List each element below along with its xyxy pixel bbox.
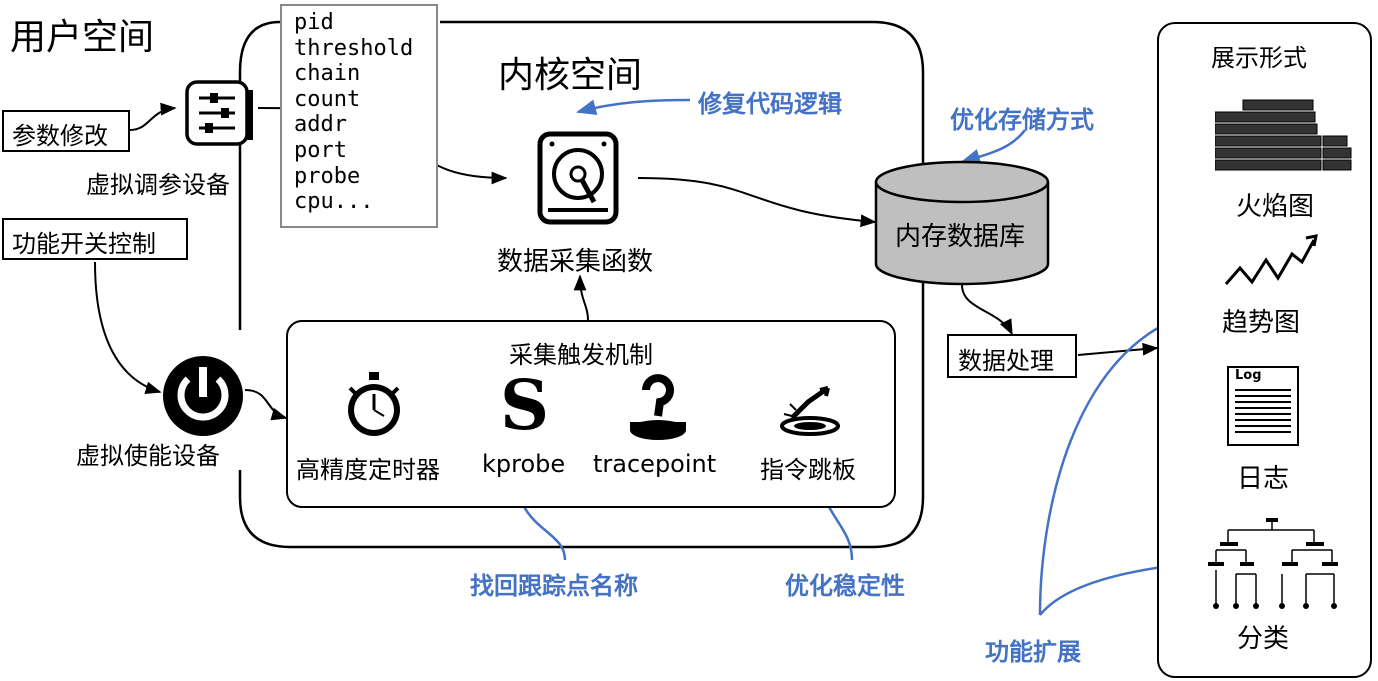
- database-icon[interactable]: [874, 160, 1050, 288]
- log-label: 日志: [1237, 464, 1290, 494]
- param-item: cpu...: [294, 189, 374, 215]
- flame-graph-label: 火焰图: [1236, 192, 1315, 222]
- trigger-mechanism-title: 采集触发机制: [509, 341, 653, 369]
- log-icon-tag: Log: [1235, 368, 1262, 383]
- arrow-param-modify: [129, 102, 177, 131]
- param-item: addr: [294, 112, 347, 138]
- fix-code-annotation: 修复代码逻辑: [698, 90, 842, 118]
- display-panel-title: 展示形式: [1211, 44, 1307, 72]
- kprobe-icon: S: [500, 366, 550, 446]
- data-process-box[interactable]: 数据处理: [947, 334, 1077, 378]
- virtual-enable-device-label: 虚拟使能设备: [76, 442, 220, 470]
- flame-graph-icon[interactable]: [1215, 98, 1353, 174]
- hard-disk-icon[interactable]: [536, 130, 620, 226]
- func-switch-label: 功能开关控制: [12, 230, 156, 258]
- param-item: threshold: [294, 35, 414, 61]
- param-item: count: [294, 86, 361, 112]
- user-space-title: 用户空间: [10, 17, 155, 58]
- kprobe-label: kprobe: [482, 450, 566, 478]
- extend-features-annotation: 功能扩展: [985, 638, 1081, 666]
- log-icon-lines: [1235, 389, 1291, 433]
- hook-icon: [630, 374, 686, 440]
- kernel-space-frame-top-left: [238, 20, 281, 330]
- param-item: pid: [294, 10, 334, 35]
- collect-function-label: 数据采集函数: [497, 247, 654, 277]
- recover-names-annotation: 找回跟踪点名称: [470, 572, 638, 600]
- kernel-space-frame: [238, 20, 925, 549]
- blue-arrow-extend-trend: [1038, 308, 1200, 616]
- trend-label: 趋势图: [1222, 308, 1301, 338]
- optimize-storage-annotation: 优化存储方式: [950, 106, 1094, 134]
- param-list: pid threshold chain count addr port prob…: [280, 4, 438, 228]
- tracepoint-label: tracepoint: [593, 450, 717, 478]
- param-modify-box[interactable]: 参数修改: [2, 110, 130, 152]
- blue-arrow-storage: [960, 129, 1026, 165]
- param-item: probe: [294, 163, 361, 189]
- virtual-param-device-label: 虚拟调参设备: [86, 171, 230, 199]
- log-icon[interactable]: Log: [1227, 366, 1299, 446]
- trampoline-icon: [780, 385, 840, 436]
- memdb-label: 内存数据库: [895, 222, 1026, 252]
- kernel-space-title: 内核空间: [498, 55, 643, 96]
- param-item: chain: [294, 61, 361, 87]
- func-switch-box[interactable]: 功能开关控制: [2, 218, 188, 260]
- sliders-icon[interactable]: [183, 78, 259, 150]
- param-item: port: [294, 137, 347, 163]
- arrow-process-to-display: [1077, 342, 1159, 356]
- tree-icon[interactable]: [1202, 516, 1342, 612]
- trampoline-label: 指令跳板: [760, 456, 856, 484]
- trend-icon[interactable]: [1222, 232, 1318, 292]
- arrow-trigger-to-collect: [573, 274, 589, 321]
- timer-label: 高精度定时器: [296, 456, 440, 484]
- arrow-switch-to-enable: [94, 261, 162, 394]
- power-icon[interactable]: [160, 353, 246, 439]
- param-modify-label: 参数修改: [12, 122, 108, 150]
- blue-arrow-fix-code: [576, 98, 691, 116]
- arrow-db-to-process: [961, 284, 1013, 336]
- stopwatch-icon: [348, 372, 400, 436]
- classify-label: 分类: [1237, 624, 1290, 654]
- arrow-collect-to-db: [637, 177, 877, 228]
- data-process-label: 数据处理: [958, 347, 1054, 375]
- arrow-enable-to-trigger: [244, 389, 288, 421]
- optimize-stability-annotation: 优化稳定性: [785, 572, 905, 600]
